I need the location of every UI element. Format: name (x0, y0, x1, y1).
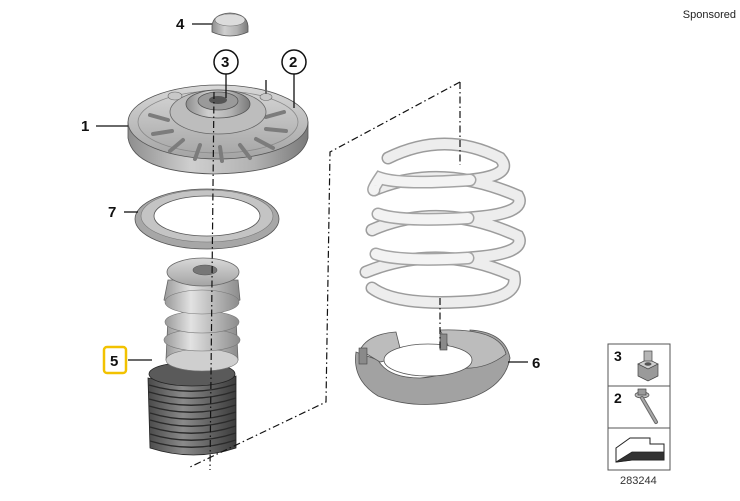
callout-6[interactable]: 6 (532, 355, 540, 372)
flange-bolt-icon (634, 388, 658, 424)
svg-text:4: 4 (176, 16, 185, 33)
strut-mount-part (127, 80, 309, 175)
svg-text:3: 3 (221, 54, 229, 71)
callout-7[interactable]: 7 (108, 204, 116, 221)
spring-washer-part (134, 188, 280, 250)
hex-nut-icon (637, 350, 659, 382)
svg-text:1: 1 (81, 118, 89, 135)
assembly-axis-lines (187, 81, 461, 471)
diagram-code: 283244 (620, 475, 657, 487)
svg-text:2: 2 (614, 390, 622, 406)
coil-spring (359, 137, 526, 309)
fastener-legend: 3 2 283244 (607, 343, 671, 487)
direction-arrow-icon (615, 437, 665, 463)
callout-5-highlighted[interactable]: 5 (102, 345, 128, 375)
spring-seat-part (355, 329, 511, 405)
legend-item-bolt[interactable]: 2 (614, 388, 658, 424)
svg-text:5: 5 (110, 353, 118, 370)
callout-3[interactable]: 3 (213, 49, 239, 75)
callout-1[interactable]: 1 (81, 118, 89, 135)
callout-2[interactable]: 2 (281, 49, 307, 75)
svg-text:6: 6 (532, 355, 540, 372)
dust-cap-part (211, 12, 249, 37)
svg-text:7: 7 (108, 204, 116, 221)
svg-text:2: 2 (289, 54, 297, 71)
svg-text:3: 3 (614, 348, 622, 364)
callout-leaders (96, 23, 528, 363)
callout-4[interactable]: 4 (176, 16, 185, 33)
protection-tube-part (147, 257, 241, 456)
legend-item-nut[interactable]: 3 (614, 348, 659, 382)
sponsored-label: Sponsored (682, 9, 736, 21)
